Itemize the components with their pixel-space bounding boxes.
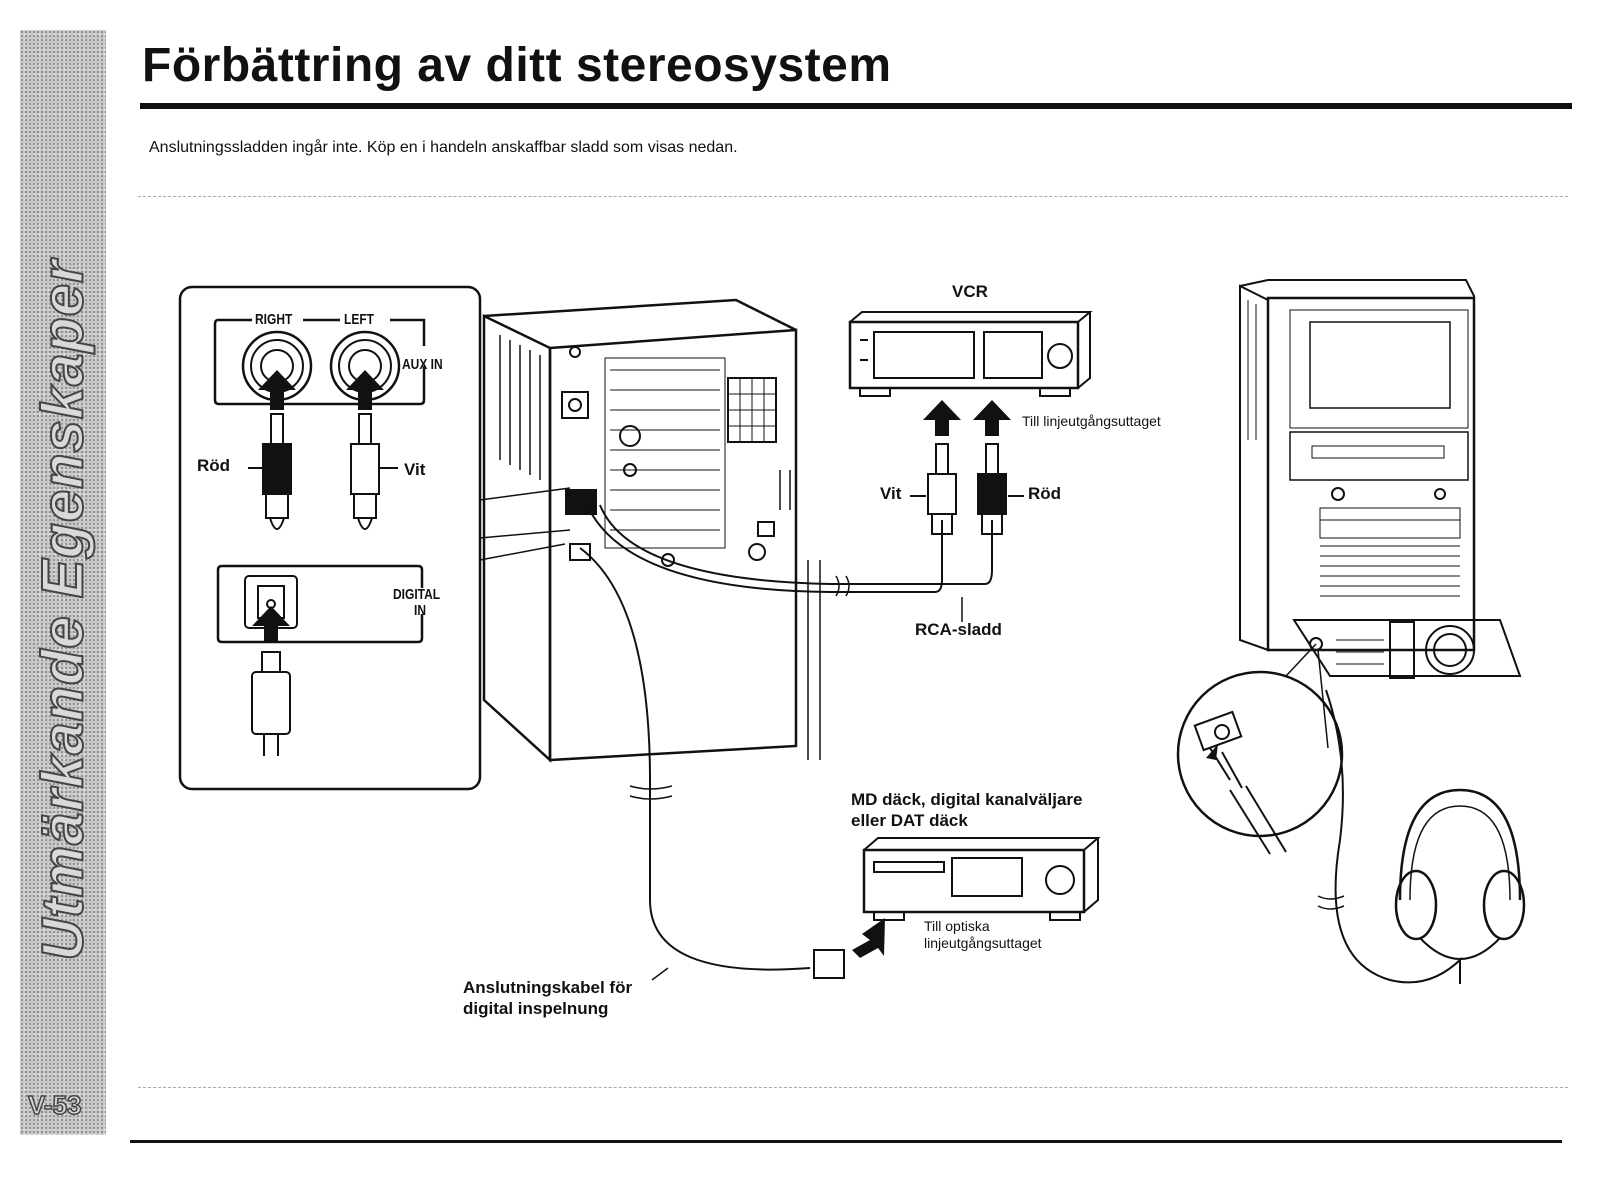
- zoom-circle: [1176, 670, 1344, 838]
- label-optic-line2: linjeutgångsuttaget: [924, 935, 1042, 951]
- md-deck-device: [862, 837, 1101, 921]
- label-till-linjeutgang: Till linjeutgångsuttaget: [1022, 413, 1161, 429]
- label-digital: DIGITAL: [393, 586, 441, 603]
- label-vit-left: Vit: [404, 460, 426, 479]
- optical-plug: [261, 651, 281, 673]
- label-rod-right: Röd: [1028, 484, 1062, 503]
- side-tab: [20, 30, 106, 1135]
- white-plug-right: [927, 443, 957, 535]
- red-plug-right: [977, 443, 1007, 535]
- label-cable-line1: Anslutningskabel för: [463, 978, 633, 997]
- white-plug-left: [350, 413, 380, 530]
- headphones-icon: [1394, 788, 1526, 984]
- optical-plug-end: [813, 949, 845, 979]
- label-vit-right: Vit: [880, 484, 902, 503]
- label-md-deck-line1: MD däck, digital kanalväljare: [851, 790, 1083, 809]
- label-md-deck-line2: eller DAT däck: [851, 811, 968, 830]
- label-right: RIGHT: [255, 311, 293, 328]
- label-in: IN: [414, 602, 426, 619]
- red-plug-left: [262, 413, 292, 530]
- stereo-unit-back: [482, 298, 821, 763]
- vcr-device: [848, 311, 1093, 397]
- label-rca-sladd: RCA-sladd: [915, 620, 1002, 639]
- label-rod-left: Röd: [197, 456, 231, 475]
- dashed-divider-top: [138, 196, 1568, 197]
- page-number: V-53: [27, 1089, 82, 1121]
- label-cable-line2: digital inspelnung: [463, 999, 609, 1018]
- label-optic-line1: Till optiska: [924, 918, 990, 934]
- label-vcr: VCR: [952, 282, 988, 301]
- title-rule: [140, 103, 1572, 109]
- intro-text: Anslutningssladden ingår inte. Köp en i …: [149, 139, 738, 156]
- page-title: Förbättring av ditt stereosystem: [142, 39, 892, 92]
- label-left: LEFT: [344, 311, 374, 328]
- label-aux-in: AUX IN: [402, 356, 443, 373]
- dashed-divider-bottom: [138, 1087, 1568, 1088]
- mini-system-front: [1239, 279, 1522, 679]
- footer-rule: [130, 1140, 1562, 1143]
